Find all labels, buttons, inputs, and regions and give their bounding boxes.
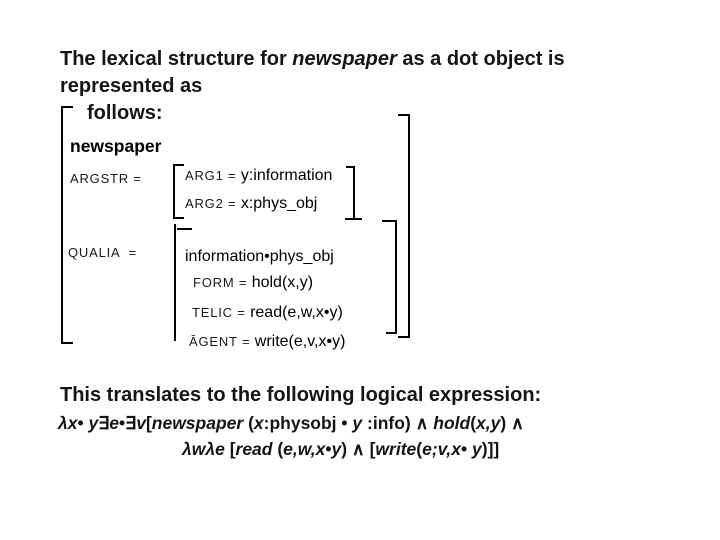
arg1-row: ARG1 = y:information: [185, 166, 332, 185]
qualia-label-text: QUALIA =: [68, 245, 137, 260]
translation-intro: This translates to the following logical…: [60, 384, 542, 406]
qualia-bracket-left-line: [174, 224, 176, 341]
telic-label: TELIC =: [192, 305, 251, 320]
argstr-bracket-right-top-tick: [346, 166, 355, 168]
title-line-2: follows:: [87, 102, 163, 124]
qualia-bracket-right-line: [395, 220, 397, 334]
qualia-dot-type: information•phys_obj: [185, 248, 334, 265]
arg1-value: y:information: [240, 167, 333, 184]
form-value: hold(x,y): [251, 274, 314, 291]
argstr-bracket-right-line: [353, 167, 355, 220]
outer-bracket-right-line: [408, 114, 410, 338]
outer-bracket-left-bottom-tick: [61, 342, 73, 344]
form-label: FORM =: [193, 275, 252, 290]
outer-bracket-left-top-tick: [61, 106, 73, 108]
argstr-bracket-right-bottom-tick: [345, 218, 362, 220]
qualia-dot-type-row: information•phys_obj: [185, 247, 334, 266]
telic-row: TELIC = read(e,w,x•y): [192, 303, 343, 322]
arg2-value: x:phys_obj: [240, 195, 318, 212]
qualia-bracket-right-bottom-tick: [386, 332, 397, 334]
outer-bracket-left-line: [61, 106, 63, 344]
slide-title: The lexical structure for newspaper as a…: [60, 46, 660, 127]
agent-row: ĀGENT = write(e,v,x•y): [189, 332, 345, 351]
qualia-bracket-right-top-tick: [382, 220, 397, 222]
arg1-label: ARG1 =: [185, 168, 241, 183]
logical-expression-line-2: λwλe [read (e,w,x•y) ∧ [write(e;v,x• y)]…: [182, 439, 500, 459]
outer-bracket-right-bottom-tick: [398, 336, 410, 338]
argstr-attribute-label: ARGSTR =: [70, 169, 142, 188]
arg2-label: ARG2 =: [185, 196, 241, 211]
outer-bracket-right-top-tick: [398, 114, 410, 116]
qualia-bracket-left-top-tick: [177, 228, 192, 230]
argstr-bracket-left-bottom-tick: [173, 217, 184, 219]
argstr-bracket-left-top-tick: [173, 164, 184, 166]
qualia-attribute-label: QUALIA =: [68, 243, 137, 262]
agent-value: write(e,v,x•y): [254, 333, 346, 350]
title-line-1: The lexical structure for newspaper as a…: [60, 48, 565, 97]
form-row: FORM = hold(x,y): [193, 273, 313, 292]
logical-expression-line-1: λx• y∃e•∃v[newspaper (x:physobj • y :inf…: [58, 413, 524, 433]
argstr-label-text: ARGSTR =: [70, 171, 142, 186]
argstr-bracket-left-line: [173, 164, 175, 219]
agent-label: ĀGENT =: [189, 334, 255, 349]
avm-headword: newspaper: [70, 136, 162, 156]
telic-value: read(e,w,x•y): [250, 304, 343, 321]
arg2-row: ARG2 = x:phys_obj: [185, 194, 317, 213]
